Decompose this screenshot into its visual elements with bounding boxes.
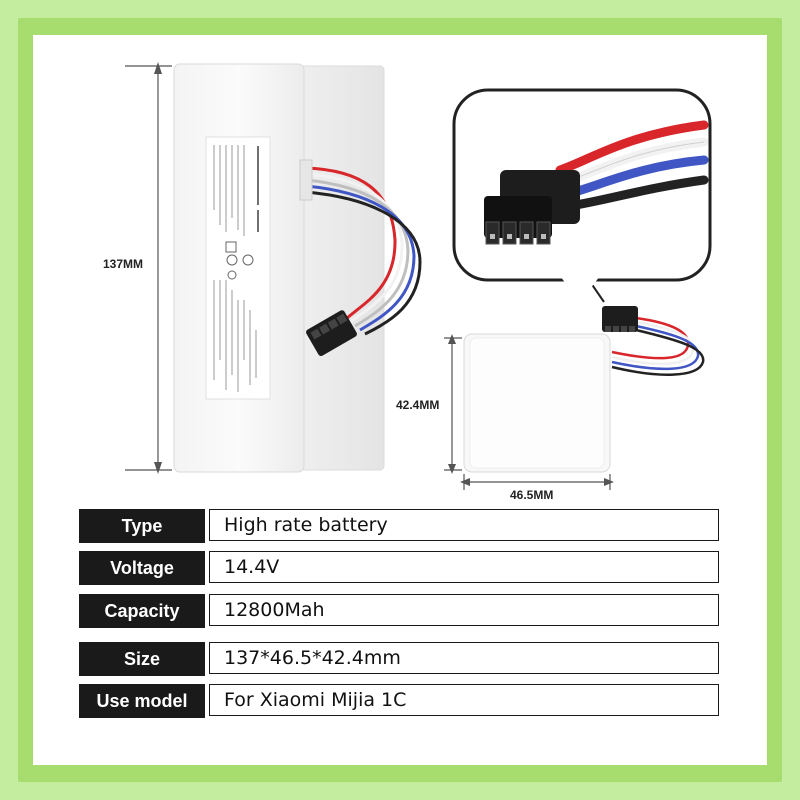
battery-side-panel: [299, 65, 385, 471]
height-dimension-label: 137MM: [103, 257, 144, 271]
battery-label-sticker: [205, 136, 271, 400]
spec-value: For Xiaomi Mijia 1C: [209, 684, 719, 716]
spec-label: Capacity: [79, 594, 205, 628]
spec-label: Use model: [79, 684, 205, 718]
main-battery-cable: [305, 166, 422, 336]
spec-label: Size: [79, 642, 205, 676]
width-dimension-line: [460, 474, 614, 490]
spec-value: 137*46.5*42.4mm: [209, 642, 719, 674]
spec-row-capacity: Capacity 12800Mah: [79, 594, 721, 628]
depth-dimension-label: 42.4MM: [396, 398, 440, 412]
depth-dimension-line: [444, 334, 462, 474]
connector-zoom-inset: [452, 88, 712, 303]
spec-row-voltage: Voltage 14.4V: [79, 551, 721, 585]
spec-value: 14.4V: [209, 551, 719, 583]
spec-label: Voltage: [79, 551, 205, 585]
spec-row-type: Type High rate battery: [79, 509, 721, 543]
battery-end-view: [463, 306, 705, 473]
spec-value: High rate battery: [209, 509, 719, 541]
height-dimension-line: [125, 62, 172, 474]
spec-row-size: Size 137*46.5*42.4mm: [79, 642, 721, 676]
spec-label: Type: [79, 509, 205, 543]
main-connector-plug: [306, 310, 357, 357]
battery-socket: [299, 159, 313, 201]
spec-row-use-model: Use model For Xiaomi Mijia 1C: [79, 684, 721, 718]
spec-value: 12800Mah: [209, 594, 719, 626]
width-dimension-label: 46.5MM: [510, 488, 554, 502]
